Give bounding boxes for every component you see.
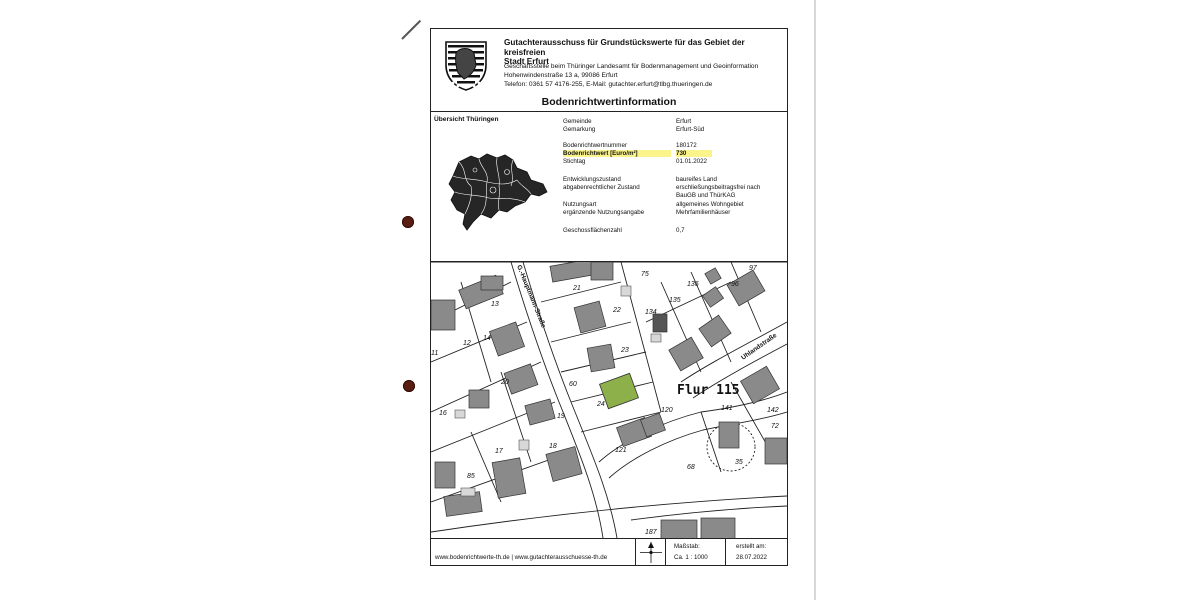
value-gemarkung: Erfurt-Süd	[676, 126, 705, 133]
parcel-label: 120	[661, 407, 673, 414]
parcel-label: 142	[767, 407, 779, 414]
value-geschossflaechenzahl: 0,7	[676, 227, 685, 234]
street-label-hauptmann: G.-Hauptmann-Straße	[515, 264, 547, 329]
committee-line-1: Gutachterausschuss für Grundstückswerte …	[504, 38, 745, 57]
scale-cell: Maßstab: Ca. 1 : 1000	[665, 539, 726, 566]
parcel-label: 14	[483, 335, 491, 342]
parcel-label: 97	[749, 265, 758, 272]
scale-value: Ca. 1 : 1000	[674, 554, 708, 561]
value-bodenrichtwertnummer: 180172	[676, 142, 697, 149]
label-ergaenzende-nutzungsangabe: ergänzende Nutzungsangabe	[563, 209, 645, 216]
parcel-label: 11	[431, 350, 438, 357]
parcel-label: 12	[463, 340, 471, 347]
value-bodenrichtwert: 730	[676, 150, 712, 157]
north-arrow-icon	[640, 542, 662, 563]
parcel-label: 68	[687, 464, 695, 471]
parcel-label: 22	[612, 307, 621, 314]
office-address: Hohenwindenstraße 13 a, 99086 Erfurt	[504, 72, 618, 79]
parcel-label: 187	[645, 529, 658, 536]
label-nutzungsart: Nutzungsart	[563, 201, 597, 208]
created-label: erstellt am:	[736, 543, 767, 550]
label-stichtag: Stichtag	[563, 158, 586, 165]
value-nutzungsart: allgemeines Wohngebiet	[676, 201, 744, 208]
cadastral-map: 21 13 22 14 12 11 23 20 60 24 19 16 18 1…	[431, 262, 787, 538]
parcel-label: 21	[572, 285, 581, 292]
parcel-label: 23	[620, 347, 629, 354]
document-title: Bodenrichtwertinformation	[541, 96, 677, 108]
label-abgabenrechtlicher-zustand: abgabenrechtlicher Zustand	[563, 184, 640, 191]
parcel-label: 24	[596, 401, 605, 408]
info-panel: Übersicht Thüringen Gemeinde Erfurt Gem	[431, 112, 787, 261]
value-entwicklungszustand: baureifes Land	[676, 176, 717, 183]
thuringia-overview-map	[448, 153, 548, 231]
label-geschossflaechenzahl: Geschossflächenzahl	[563, 227, 622, 234]
parcel-label: 20	[500, 379, 509, 386]
parcel-label: 72	[771, 423, 779, 430]
parcel-label: 75	[641, 271, 649, 278]
document-sheet: Gutachterausschuss für Grundstückswerte …	[430, 28, 788, 566]
cadastral-map-drawing: 21 13 22 14 12 11 23 20 60 24 19 16 18 1…	[431, 262, 787, 538]
value-abgabenrechtlicher-zustand: erschließungsbeitragsfrei nach	[676, 184, 761, 191]
office-line-1: Geschäftsstelle beim Thüringer Landesamt…	[504, 63, 759, 70]
parcel-label: 60	[569, 381, 577, 388]
parcel-label: 17	[495, 448, 504, 455]
parcel-label: 134	[645, 309, 657, 316]
parcel-label: 35	[735, 459, 743, 466]
overview-label: Übersicht Thüringen	[434, 116, 499, 123]
flur-label: Flur 115	[677, 383, 740, 398]
paper-edge	[814, 0, 816, 600]
north-arrow-cell	[635, 539, 666, 566]
parcel-label: 135	[669, 297, 681, 304]
punch-hole-top	[402, 216, 414, 228]
separator	[431, 261, 787, 262]
parcel-label: 141	[721, 405, 733, 412]
committee-title: Gutachterausschuss für Grundstückswerte …	[504, 38, 780, 67]
committee-line-2: Stadt Erfurt	[504, 57, 550, 66]
pen-mark	[401, 19, 422, 40]
document-footer: www.bodenrichtwerte-th.de | www.gutachte…	[431, 538, 787, 566]
label-gemarkung: Gemarkung	[563, 126, 596, 133]
scale-label: Maßstab:	[674, 543, 700, 550]
parcel-label: 18	[549, 443, 557, 450]
parcel-label: 19	[557, 413, 565, 420]
created-cell: erstellt am: 28.07.2022	[725, 539, 788, 566]
coat-of-arms-icon	[445, 41, 487, 91]
parcel-label: 96	[731, 281, 739, 288]
parcel-label: 13	[491, 301, 499, 308]
target-building	[599, 372, 639, 410]
parcel-label: 16	[439, 410, 447, 417]
separator	[431, 111, 787, 112]
label-bodenrichtwert: Bodenrichtwert [Euro/m²]	[563, 150, 671, 157]
label-entwicklungszustand: Entwicklungszustand	[563, 176, 621, 183]
value-stichtag: 01.01.2022	[676, 158, 707, 165]
created-value: 28.07.2022	[736, 554, 767, 561]
parcel-label: 136	[687, 281, 699, 288]
value-abgabenrechtlicher-zustand-2: BauGB und ThürKAG	[676, 192, 736, 199]
street-label-uhland: Uhlandstraße	[740, 332, 778, 362]
parcel-label: 85	[467, 473, 475, 480]
label-bodenrichtwertnummer: Bodenrichtwertnummer	[563, 142, 627, 149]
value-gemeinde: Erfurt	[676, 118, 692, 125]
parcel-label: 121	[615, 447, 627, 454]
label-gemeinde: Gemeinde	[563, 118, 592, 125]
document-header: Gutachterausschuss für Grundstückswerte …	[431, 29, 787, 109]
punch-hole-bottom	[403, 380, 415, 392]
value-ergaenzende-nutzungsangabe: Mehrfamilienhäuser	[676, 209, 731, 216]
office-contact: Telefon: 0361 57 4176-255, E-Mail: gutac…	[504, 81, 713, 88]
footer-urls: www.bodenrichtwerte-th.de | www.gutachte…	[435, 554, 608, 561]
